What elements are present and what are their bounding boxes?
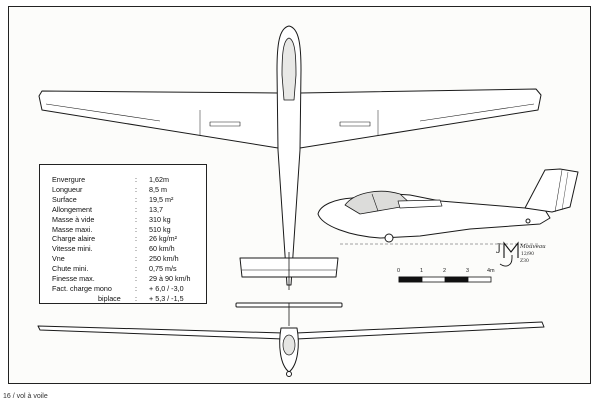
top-view-canopy xyxy=(281,37,297,101)
spec-value: + 6,0 / -3,0 xyxy=(149,283,184,293)
spec-row: Surface: 19,5 m² xyxy=(52,195,232,204)
spec-separator: : xyxy=(135,244,137,254)
spec-row: Masse maxi.: 510 kg xyxy=(52,225,232,234)
spec-label: Masse maxi. xyxy=(52,224,93,234)
spec-separator: : xyxy=(135,254,137,264)
spec-row: Chute mini.: 0,75 m/s xyxy=(52,264,232,273)
front-view xyxy=(37,302,545,377)
top-view-left-wing xyxy=(38,90,279,149)
spec-label: Charge alaire xyxy=(52,234,96,244)
spec-label: Longueur xyxy=(52,184,83,194)
spec-label: Vne xyxy=(52,254,65,264)
front-view-right-wing xyxy=(295,321,545,340)
spec-value: 310 kg xyxy=(149,214,171,224)
scale-label-0: 0 xyxy=(397,268,401,274)
spec-value: 19,5 m² xyxy=(149,194,174,204)
spec-separator: : xyxy=(135,283,137,293)
spec-value: + 5,3 / -1,5 xyxy=(149,293,184,303)
spec-value: 510 kg xyxy=(149,224,171,234)
signature-mark xyxy=(499,241,519,267)
signature-date: 12/90 xyxy=(521,252,534,257)
page-footer: 16 / vol à voile xyxy=(3,393,48,400)
spec-label: Chute mini. xyxy=(52,264,89,274)
spec-separator: : xyxy=(135,234,137,244)
spec-separator: : xyxy=(135,264,137,274)
spec-label: Allongement xyxy=(52,204,92,214)
spec-separator: : xyxy=(135,293,137,303)
scale-bar xyxy=(398,276,492,283)
spec-row: Allongement: 13,7 xyxy=(52,205,232,214)
scale-label-3: 3 xyxy=(466,268,470,274)
spec-value: 250 km/h xyxy=(149,254,179,264)
spec-separator: : xyxy=(135,175,137,184)
top-view xyxy=(38,25,542,290)
spec-label: Vitesse mini. xyxy=(52,244,93,254)
spec-row: Charge alaire: 26 kg/m² xyxy=(52,234,232,243)
tail-wheel xyxy=(525,218,531,224)
spec-separator: : xyxy=(135,204,137,214)
spec-value: 60 km/h xyxy=(149,244,175,254)
spec-row: Vne: 250 km/h xyxy=(52,254,232,263)
spec-row: Finesse max.: 29 à 90 km/h xyxy=(52,274,232,283)
spec-row: Masse à vide: 310 kg xyxy=(52,215,232,224)
spec-label: Masse à vide xyxy=(52,214,95,224)
spec-row: Vitesse mini.: 60 km/h xyxy=(52,244,232,253)
spec-value: 29 à 90 km/h xyxy=(149,274,191,283)
front-view-left-wing xyxy=(37,325,284,340)
signature-initial: J xyxy=(497,243,502,254)
side-view xyxy=(317,168,579,245)
spec-label: Fact. charge mono xyxy=(52,283,112,293)
front-view-wheel xyxy=(286,371,292,377)
spec-label: Surface xyxy=(52,194,77,204)
spec-separator: : xyxy=(135,214,137,224)
spec-label: Finesse max. xyxy=(52,274,95,283)
main-wheel xyxy=(384,233,394,243)
spec-value: 26 kg/m² xyxy=(149,234,177,244)
spec-value: 13,7 xyxy=(149,204,163,214)
spec-label: biplace xyxy=(98,293,121,303)
spec-separator: : xyxy=(135,274,137,283)
spec-row: Fact. charge mono: + 6,0 / -3,0 xyxy=(52,284,232,293)
spec-label: Envergure xyxy=(52,175,86,184)
spec-value: 1,62m xyxy=(149,175,169,184)
signature-name: Mouveau xyxy=(520,244,546,250)
side-view-fin xyxy=(524,168,579,213)
spec-separator: : xyxy=(135,184,137,194)
spec-separator: : xyxy=(135,224,137,234)
scale-label-4: 4m xyxy=(487,268,495,274)
spec-row: biplace: + 5,3 / -1,5 xyxy=(52,294,232,303)
scale-label-1: 1 xyxy=(420,268,424,274)
spec-row: Longueur: 8,5 m xyxy=(52,185,232,194)
scale-label-2: 2 xyxy=(443,268,447,274)
spec-value: 0,75 m/s xyxy=(149,264,177,274)
signature-sub: Z30 xyxy=(520,259,529,264)
spec-value: 8,5 m xyxy=(149,184,167,194)
spec-separator: : xyxy=(135,194,137,204)
top-view-right-wing xyxy=(299,88,542,149)
spec-row: Envergure: 1,62m xyxy=(52,175,232,184)
